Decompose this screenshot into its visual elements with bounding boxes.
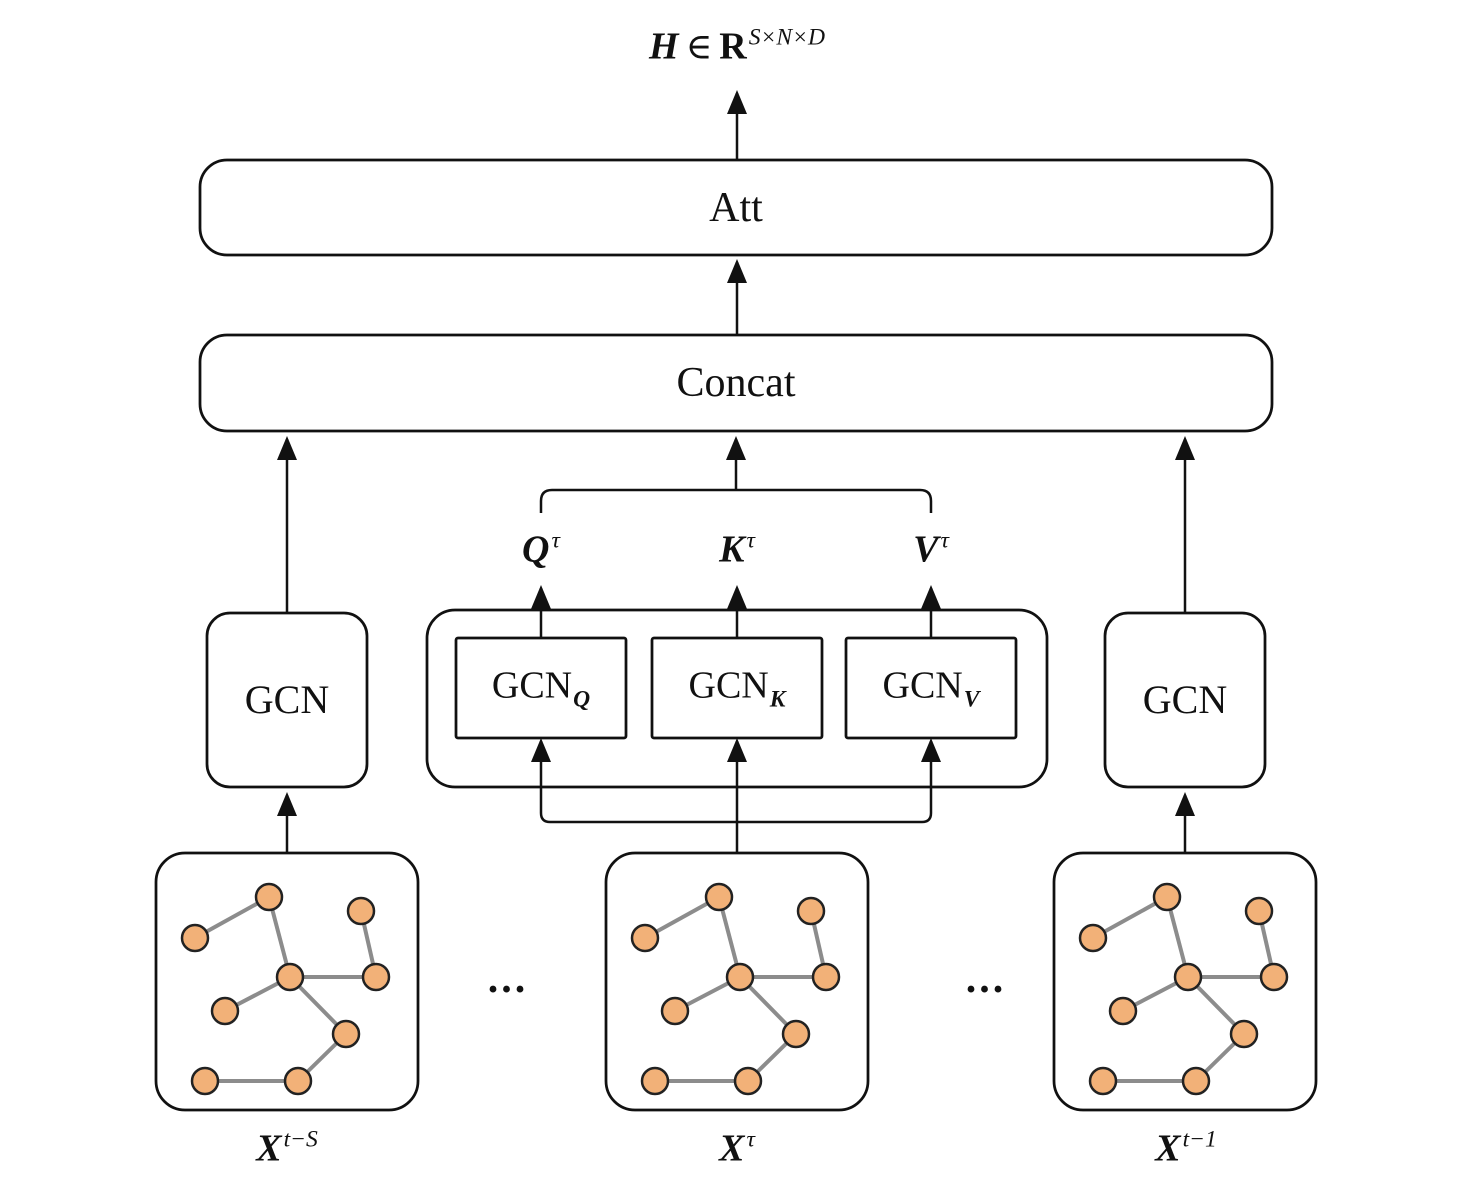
graph-node — [630, 923, 660, 953]
graph-snapshot-middle — [630, 882, 841, 1096]
gcn-right-box — [1103, 611, 1267, 789]
att-box — [198, 158, 1274, 257]
graph-node — [210, 996, 240, 1026]
output-var: H — [649, 25, 679, 68]
graph-node — [733, 1066, 763, 1096]
input-left-sup: t−S — [283, 1126, 318, 1153]
gcn-left-label: GCN — [244, 677, 330, 722]
graph-node — [331, 1019, 361, 1049]
graph-node — [796, 896, 826, 926]
v-base: V — [913, 528, 939, 571]
graph-node — [781, 1019, 811, 1049]
gcn-q-sub: Q — [573, 686, 591, 713]
qkv-bracket — [539, 488, 933, 513]
concat-box — [198, 333, 1274, 433]
output-dimension-label: H∈RS×N×D — [649, 24, 825, 68]
graph-node — [725, 962, 755, 992]
graph-node — [346, 896, 376, 926]
connectors — [277, 90, 1195, 852]
input-label-right: Xt−1 — [1155, 1126, 1217, 1170]
graphs — [180, 882, 1289, 1096]
graph-node — [1181, 1066, 1211, 1096]
output-space: R — [719, 25, 747, 68]
gcn-k-sub: K — [769, 686, 786, 713]
graph-node — [1244, 896, 1274, 926]
graph-node — [254, 882, 284, 912]
k-sup: τ — [746, 527, 755, 554]
gcn-q-base: GCN — [491, 664, 573, 707]
input-left-base: X — [256, 1127, 282, 1170]
graph-node — [1229, 1019, 1259, 1049]
input-label-middle: Xτ — [719, 1126, 755, 1170]
ellipsis-left: ... — [487, 956, 529, 1002]
concat-label: Concat — [676, 360, 796, 406]
graph-node — [1152, 882, 1182, 912]
ellipsis-right: ... — [965, 956, 1007, 1002]
graph-node — [275, 962, 305, 992]
gcn-right-label: GCN — [1142, 677, 1228, 722]
graph-snapshot-right — [1078, 882, 1289, 1096]
q-sup: τ — [551, 527, 560, 554]
graph-node — [1108, 996, 1138, 1026]
graph-node — [180, 923, 210, 953]
k-label: Kτ — [719, 527, 755, 571]
gcn-v-sub: V — [963, 686, 980, 713]
input-label-left: Xt−S — [256, 1126, 318, 1170]
q-base: Q — [522, 528, 550, 571]
v-sup: τ — [940, 527, 949, 554]
graph-node — [811, 962, 841, 992]
gcn-k-base: GCN — [688, 664, 769, 707]
gcn-v-base: GCN — [882, 664, 963, 707]
gcn-left-box — [205, 611, 369, 789]
graph-node — [704, 882, 734, 912]
input-middle-sup: τ — [746, 1126, 755, 1153]
graph-node — [361, 962, 391, 992]
input-middle-base: X — [719, 1127, 745, 1170]
graph-node — [1173, 962, 1203, 992]
graph-node — [283, 1066, 313, 1096]
k-base: K — [719, 528, 745, 571]
gcn-k-label: GCNK — [689, 666, 786, 711]
input-right-base: X — [1155, 1127, 1181, 1170]
att-label: Att — [709, 185, 763, 231]
graph-node — [1088, 1066, 1118, 1096]
graph-node — [1078, 923, 1108, 953]
graph-node — [660, 996, 690, 1026]
graph-node — [640, 1066, 670, 1096]
graph-node — [190, 1066, 220, 1096]
output-dims: S×N×D — [748, 24, 825, 51]
graph-node — [1259, 962, 1289, 992]
graph-snapshot-left — [180, 882, 391, 1096]
v-label: Vτ — [913, 527, 949, 571]
element-of-symbol: ∈ — [685, 26, 713, 67]
q-label: Qτ — [522, 527, 560, 571]
input-right-sup: t−1 — [1182, 1126, 1217, 1153]
gcn-q-label: GCNQ — [492, 666, 590, 711]
gcn-v-label: GCNV — [883, 666, 980, 711]
